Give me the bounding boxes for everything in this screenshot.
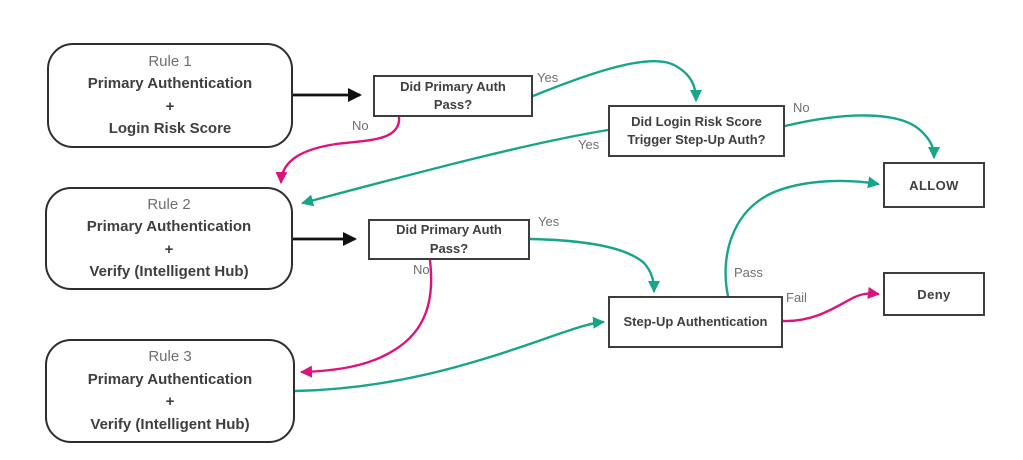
node-rule-1: Rule 1 Primary Authentication + Login Ri… (47, 43, 293, 148)
stepup-label: Step-Up Authentication (623, 313, 768, 329)
edge-label-stepup-pass: Pass (734, 265, 763, 280)
edge-label-decision2-yes: Yes (538, 214, 560, 229)
node-outcome-deny: Deny (883, 272, 985, 316)
edge-label-decision1-no: No (352, 118, 369, 133)
edge-decision2-yes-to-stepup (528, 237, 660, 293)
rule-1-line-1: Primary Authentication (87, 75, 253, 92)
edge-decision1-no-to-rule2 (275, 115, 401, 184)
rule-2-line-2: Verify (Intelligent Hub) (89, 263, 249, 280)
deny-label: Deny (917, 286, 951, 302)
rule-2-heading: Rule 2 (147, 195, 191, 213)
edge-label-decision2-no: No (413, 262, 430, 277)
edge-decision2-no-to-rule3 (300, 258, 433, 378)
node-outcome-allow: ALLOW (883, 162, 985, 208)
allow-label: ALLOW (909, 177, 959, 193)
rule-3-line-2: Verify (Intelligent Hub) (90, 415, 250, 433)
edge-label-decision1-yes: Yes (537, 70, 559, 85)
node-rule-2: Rule 2 Primary Authentication + Verify (… (45, 187, 293, 290)
decision-2-label: Did Primary Auth Pass? (396, 222, 502, 256)
node-decision-primary-auth-2: Did Primary Auth Pass? (368, 219, 530, 260)
rule-2-plus: + (164, 240, 174, 258)
edge-label-risk-yes: Yes (578, 137, 600, 152)
risk-decision-label: Did Login Risk Score Trigger Step-Up Aut… (627, 113, 766, 147)
rule-1-heading: Rule 1 (148, 52, 192, 70)
edge-rule3-to-stepup (293, 316, 605, 393)
rule-1-plus: + (165, 97, 175, 115)
edge-risk-no-to-allow (783, 114, 940, 159)
decision-1-label: Did Primary Auth Pass? (400, 78, 506, 112)
rule-3-line-1: Primary Authentication (87, 370, 253, 388)
rule-3-plus: + (165, 393, 175, 410)
node-rule-3: Rule 3 Primary Authentication + Verify (… (45, 339, 295, 443)
edge-decision1-yes-to-risk (531, 60, 702, 102)
node-stepup-authentication: Step-Up Authentication (608, 296, 783, 348)
edge-label-risk-no: No (793, 100, 810, 115)
edge-risk-yes-to-rule2 (301, 128, 610, 207)
edge-stepup-pass-to-allow (724, 176, 880, 298)
rule-2-line-1: Primary Authentication (86, 218, 252, 235)
rule-3-heading: Rule 3 (148, 348, 192, 365)
node-decision-risk-score: Did Login Risk Score Trigger Step-Up Aut… (608, 105, 785, 157)
rule-1-line-2: Login Risk Score (108, 120, 232, 137)
node-decision-primary-auth-1: Did Primary Auth Pass? (373, 75, 533, 117)
edge-label-stepup-fail: Fail (786, 290, 807, 305)
edge-stepup-fail-to-deny (781, 286, 880, 323)
